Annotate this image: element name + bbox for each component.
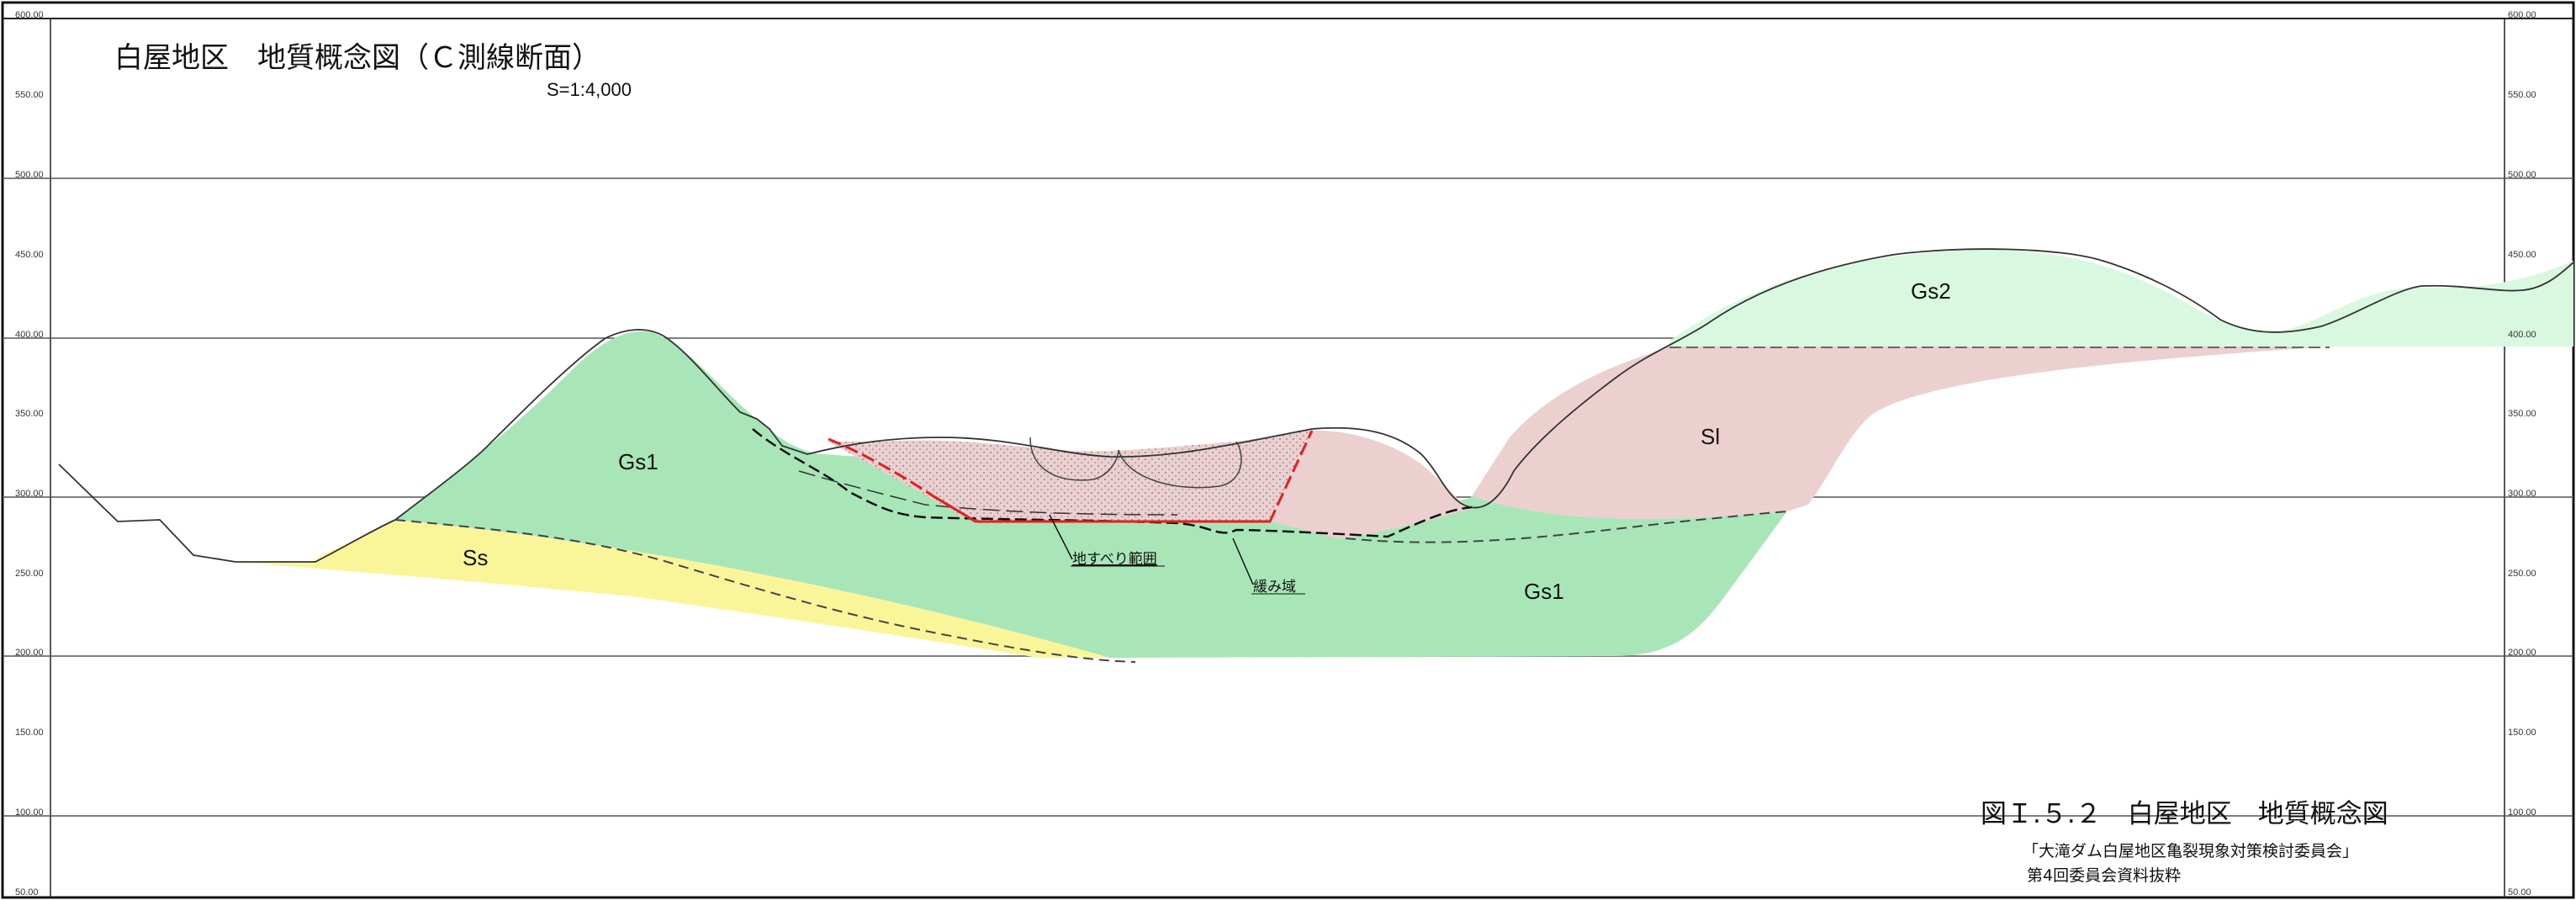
tick-right-300: 300.00 — [2508, 489, 2536, 499]
diagram-title: 白屋地区 地質概念図（Ｃ測線断面） — [114, 41, 600, 75]
elevation-ticks-right: 600.00 550.00 500.00 450.00 400.00 350.0… — [2508, 10, 2536, 897]
landslide-range-leader — [1049, 514, 1073, 560]
scarp-arc-right — [1118, 441, 1242, 489]
tick-right-450: 450.00 — [2508, 250, 2536, 260]
loosened-zone-label: 緩み域 — [1253, 579, 1296, 596]
tick-right-600: 600.00 — [2508, 10, 2536, 20]
tick-right-100: 100.00 — [2508, 807, 2536, 818]
unit-label-gs1-left: Gs1 — [618, 449, 659, 474]
landslide-range-label: 地すべり範囲 — [1072, 551, 1157, 568]
landslide-mass — [828, 431, 1312, 523]
tick-right-150: 150.00 — [2508, 728, 2536, 738]
upper-colluvium — [1270, 430, 1472, 538]
unit-sl-area — [1472, 347, 2330, 519]
unit-label-gs2: Gs2 — [1911, 278, 1951, 304]
landslide-base — [933, 495, 1270, 523]
gs1-ss-boundary — [394, 519, 1136, 663]
unit-label-ss: Ss — [463, 545, 488, 570]
scarp-arc-left — [1029, 437, 1119, 481]
tick-right-550: 550.00 — [2508, 90, 2536, 100]
weathered-upper-boundary — [798, 470, 1178, 516]
unit-label-gs1-right: Gs1 — [1524, 579, 1564, 604]
tick-left-600: 600.00 — [15, 10, 44, 20]
tick-left-200: 200.00 — [15, 648, 44, 658]
loosened-zone-leader — [1232, 537, 1254, 585]
figure-caption: 図Ｉ.５.２ 白屋地区 地質概念図 — [1981, 799, 2388, 829]
tick-left-100: 100.00 — [15, 807, 44, 818]
tick-right-500: 500.00 — [2508, 170, 2536, 180]
tick-left-50: 50.00 — [15, 887, 39, 897]
tick-right-250: 250.00 — [2508, 569, 2536, 579]
tick-right-50: 50.00 — [2508, 887, 2531, 897]
tick-left-150: 150.00 — [15, 728, 44, 738]
ground-surface-line — [58, 248, 2574, 563]
unit-gs2-area — [1669, 250, 2573, 347]
tick-right-200: 200.00 — [2508, 648, 2536, 658]
gs1-sl-boundary — [1345, 511, 1792, 543]
tick-left-550: 550.00 — [15, 90, 44, 100]
source-line-2: 第4回委員会資料抜粋 — [2027, 866, 2181, 885]
landslide-boundary — [828, 430, 1314, 523]
unit-label-sl: Sl — [1701, 424, 1720, 449]
scale-label: S=1:4,000 — [547, 79, 632, 100]
tick-right-400: 400.00 — [2508, 330, 2536, 340]
slip-surface-lower — [752, 428, 1473, 538]
tick-left-300: 300.00 — [15, 489, 44, 499]
tick-left-450: 450.00 — [15, 250, 44, 260]
tick-left-400: 400.00 — [15, 330, 44, 340]
source-line-1: 「大滝ダム白屋地区亀裂現象対策検討委員会」 — [2023, 842, 2358, 860]
tick-left-350: 350.00 — [15, 409, 44, 419]
tick-right-350: 350.00 — [2508, 409, 2536, 419]
tick-left-250: 250.00 — [15, 569, 44, 579]
tick-left-500: 500.00 — [15, 170, 44, 180]
elevation-ticks-left: 600.00 550.00 500.00 450.00 400.00 350.0… — [15, 10, 44, 897]
unit-ss-area — [235, 520, 1110, 658]
